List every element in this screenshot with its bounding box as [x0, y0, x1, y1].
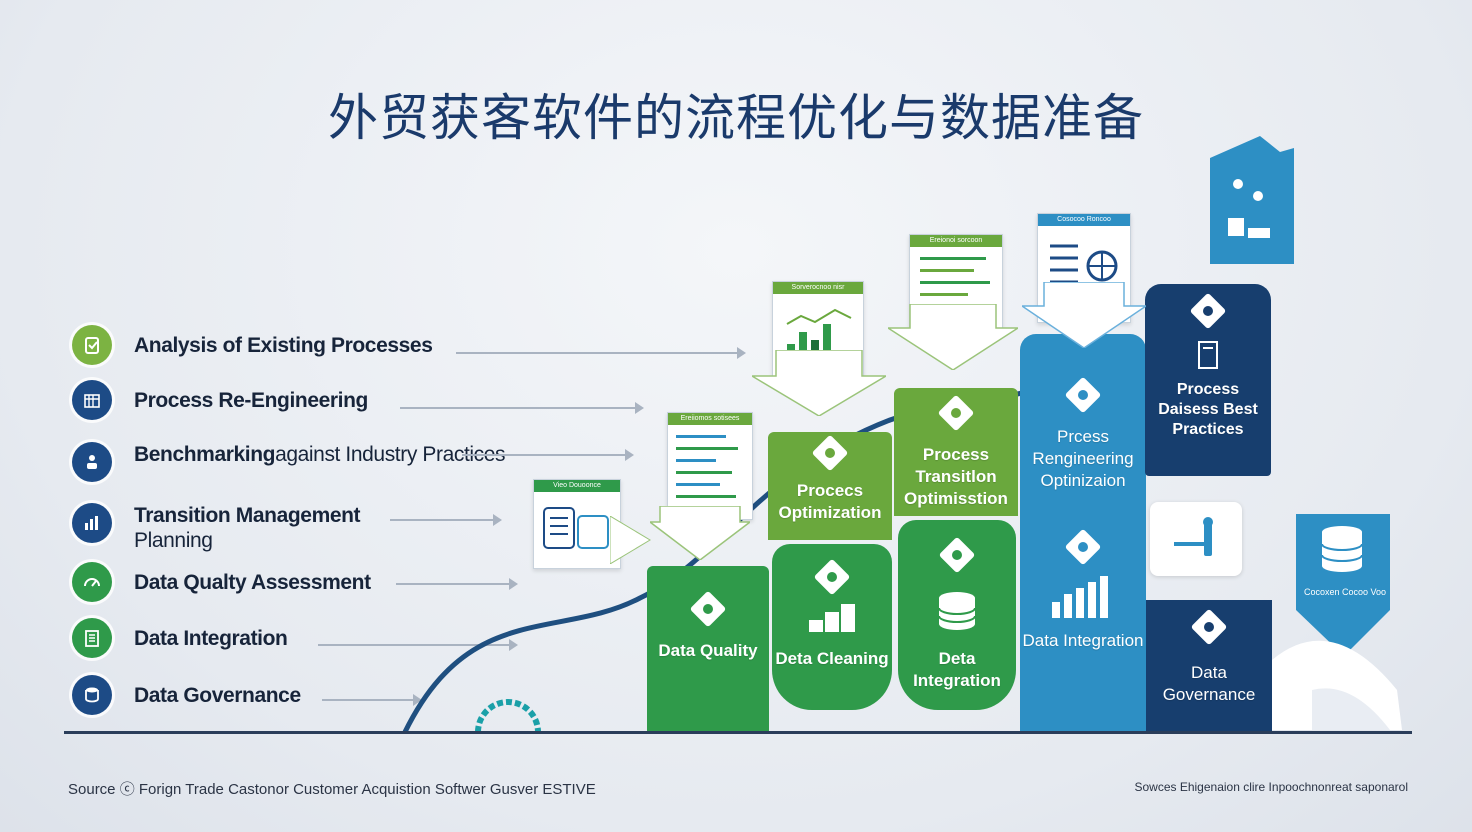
list-label: Analysis of Existing Processes	[134, 334, 433, 357]
building-icon	[72, 380, 112, 420]
diamond-icon	[937, 394, 975, 432]
org-chart-icon	[1050, 244, 1118, 296]
document-card-2: Ereiiomos sotisees	[667, 412, 753, 520]
list-sublabel: Planning	[134, 529, 213, 552]
wrench-icon	[1174, 517, 1213, 556]
down-arrow	[888, 304, 1018, 370]
block-label: Data Governance	[1162, 663, 1256, 704]
diamond-icon	[689, 590, 727, 628]
block-label: Procecs Optimization	[778, 481, 882, 522]
connector-arrow	[318, 639, 518, 651]
block-data-quality: Data Quality	[647, 566, 769, 732]
list-item-analysis: Analysis of Existing Processes	[72, 325, 433, 365]
card-title: Ereiiomos sotisees	[668, 413, 752, 425]
list-item-data-governance: Data Governance	[72, 675, 301, 715]
diamond-icon	[813, 558, 851, 596]
list-item-reengineering: Process Re-Engineering	[72, 380, 368, 420]
connector-arrow	[322, 694, 422, 706]
arch-shape	[1272, 640, 1402, 730]
list-label: Data Integration	[134, 627, 288, 650]
list-item-benchmarking: Benchmarking against Industry Practices	[72, 442, 595, 482]
diamond-icon	[1064, 528, 1102, 566]
machine-icon	[543, 507, 609, 549]
block-process-transition: Process Transitlon Optimisstion	[894, 388, 1018, 516]
down-arrow	[1022, 282, 1146, 348]
top-tag	[1210, 136, 1294, 264]
baseline	[64, 731, 1412, 734]
list-label: Transition Management	[134, 504, 361, 527]
block-data-governance: Data Governance	[1146, 600, 1272, 732]
block-label: Process Transitlon Optimisstion	[904, 445, 1008, 508]
clipboard-icon	[72, 325, 112, 365]
database-tag	[1296, 514, 1390, 656]
card-title: Vieo Douoonce	[534, 480, 620, 492]
chart-icon	[72, 503, 112, 543]
block-data-cleaning: Deta Cleaning	[772, 544, 892, 710]
connector-arrow	[396, 578, 518, 590]
block-label: Deta Cleaning	[775, 649, 889, 668]
people-icon	[72, 442, 112, 482]
bar-chart-icon	[1052, 576, 1108, 618]
down-arrow	[610, 516, 651, 564]
document-icon	[72, 618, 112, 658]
diamond-icon	[1064, 376, 1102, 414]
down-arrow	[752, 350, 886, 416]
block-process-reengineering: Prcess Rengineering Optinizaion Data Int…	[1020, 334, 1146, 732]
footer-note: Sowces Ehigenaion clire Inpoochnonreat s…	[1134, 780, 1408, 794]
block-data-integration-1: Deta Integration	[898, 520, 1016, 710]
block-label: Data Integration	[1022, 631, 1144, 650]
connector-arrow	[400, 402, 644, 414]
footer-source: Source ⓒ Forign Trade Castonor Customer …	[68, 781, 596, 798]
down-arrow	[650, 506, 750, 560]
block-procecs-optimization: Procecs Optimization	[768, 432, 892, 540]
list-label: Data Qualty Assessment	[134, 571, 371, 594]
block-label: Data Quality	[658, 641, 758, 660]
database-icon	[72, 675, 112, 715]
diamond-icon	[811, 434, 849, 472]
database-icon	[938, 592, 976, 630]
block-label: Prcess Rengineering Optinizaion	[1032, 427, 1134, 490]
coin-stack-icon	[809, 604, 855, 632]
card-title: Cosocoo Roncoo	[1038, 214, 1130, 226]
list-label: Data Governance	[134, 684, 301, 707]
database-tag-label: Cocoxen Cocoo Voo	[1303, 587, 1387, 597]
block-process-best-practices: Process Daisess Best Practices	[1145, 284, 1271, 476]
connector-arrow	[390, 514, 502, 526]
list-label: Process Re-Engineering	[134, 389, 368, 412]
block-label: Deta Integration	[913, 649, 1001, 690]
diamond-icon	[938, 536, 976, 574]
document-icon	[1198, 341, 1218, 369]
list-label: Benchmarking	[134, 443, 276, 466]
block-label: Process Daisess Best Practices	[1158, 381, 1258, 438]
list-item-data-integration: Data Integration	[72, 618, 288, 658]
page-title: 外贸获客软件的流程优化与数据准备	[328, 89, 1144, 147]
card-title: Ereionoi sorcoon	[910, 235, 1002, 247]
list-sublabel: against Industry Practices	[275, 443, 506, 466]
diamond-icon	[1189, 292, 1227, 330]
document-card-1: Vieo Douoonce	[533, 479, 621, 569]
tools-card	[1150, 502, 1242, 576]
card-title: Sorverocnoo nisr	[773, 282, 863, 294]
connector-arrow	[462, 449, 634, 461]
diamond-icon	[1190, 608, 1228, 646]
gauge-icon	[72, 562, 112, 602]
list-item-data-quality: Data Qualty Assessment	[72, 562, 371, 602]
connector-arrow	[456, 347, 746, 359]
